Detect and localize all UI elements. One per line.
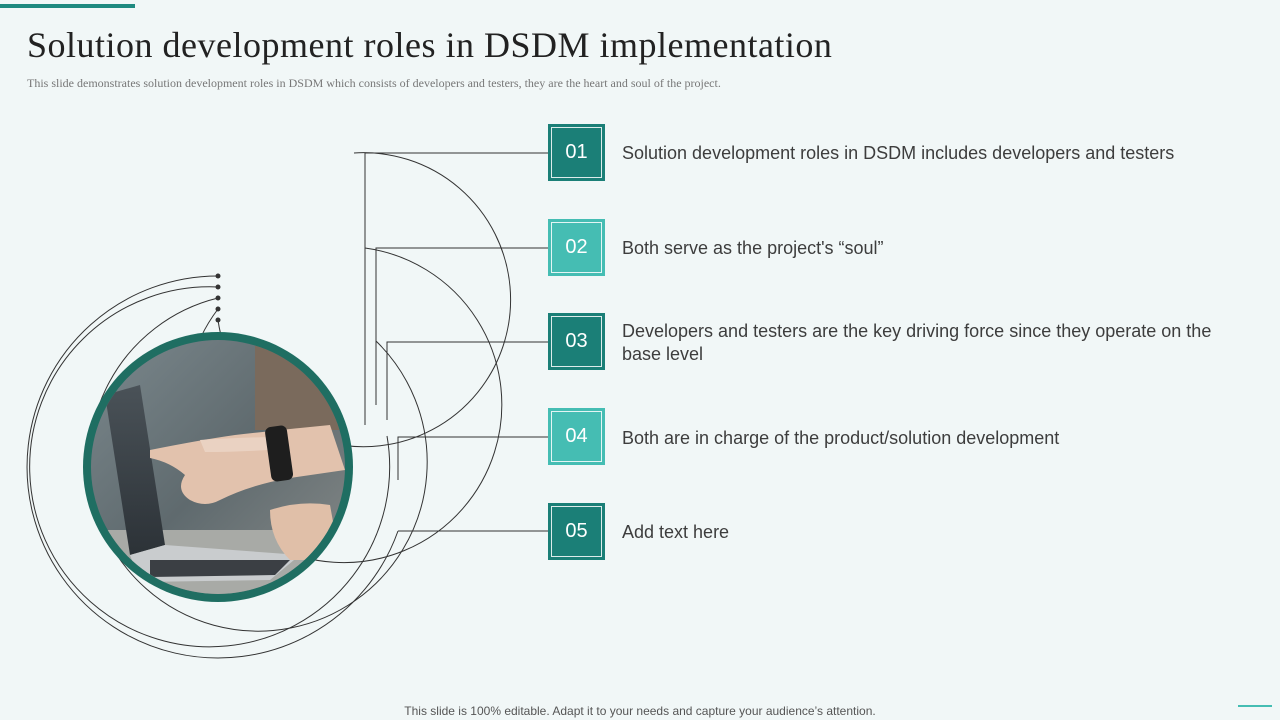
step-text-04: Both are in charge of the product/soluti… (622, 428, 1060, 448)
bottom-accent-bar (1238, 705, 1272, 707)
top-accent-bar (0, 4, 135, 8)
step-number-04: 04 (551, 411, 602, 462)
footer-note: This slide is 100% editable. Adapt it to… (404, 704, 876, 718)
laptop-hands-photo (91, 340, 345, 594)
slide-title: Solution development roles in DSDM imple… (27, 25, 833, 65)
connector-lines (364, 152, 548, 532)
step-number-box-02: 02 (548, 219, 605, 276)
step-text-01: Solution development roles in DSDM inclu… (622, 143, 1175, 163)
step-number-02: 02 (551, 222, 602, 273)
step-text-02: Both serve as the project's “soul” (622, 238, 884, 258)
step-number-box-03: 03 (548, 313, 605, 370)
slide-subtitle: This slide demonstrates solution develop… (27, 76, 721, 90)
step-number-box-05: 05 (548, 503, 605, 560)
step-number-01: 01 (551, 127, 602, 178)
step-number-05: 05 (551, 506, 602, 557)
arc-end-dots (215, 273, 221, 323)
step-text-03: Developers and testers are the key drivi… (622, 321, 1212, 364)
step-number-03: 03 (551, 316, 602, 367)
step-number-box-04: 04 (548, 408, 605, 465)
step-text-05: Add text here (622, 522, 730, 542)
step-number-box-01: 01 (548, 124, 605, 181)
